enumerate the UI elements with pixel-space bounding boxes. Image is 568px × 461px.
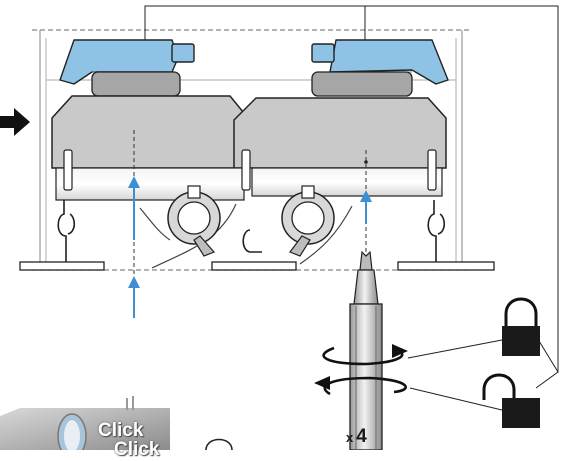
housing-right	[233, 97, 447, 169]
base-rails	[19, 261, 495, 271]
hooks	[57, 200, 446, 262]
screw-point	[364, 160, 368, 164]
rotation-arrow-head-cw	[392, 344, 408, 358]
multiplier-value: 4	[356, 426, 367, 447]
latch-left	[59, 39, 195, 85]
connector-right	[281, 185, 335, 257]
clip-tabs	[63, 149, 437, 191]
click-label-1: Click	[98, 420, 144, 441]
diagram-canvas	[0, 5, 559, 450]
pointer-lines	[407, 339, 503, 411]
padlock-open-icon	[482, 373, 540, 428]
connector-left	[167, 185, 221, 257]
partial-ring	[205, 438, 233, 450]
arrow-right-icon	[0, 108, 30, 136]
top-block-left	[91, 71, 181, 97]
screwdriver-icon	[349, 250, 383, 450]
tube-right	[251, 167, 443, 197]
tube-left	[55, 167, 245, 201]
housing-left	[51, 95, 249, 169]
rotation-arrow-head-ccw	[314, 376, 330, 390]
padlock-closed-icon	[502, 297, 540, 356]
top-block-right	[311, 71, 413, 97]
click-label-2: Click	[114, 439, 160, 460]
product-photo	[0, 396, 170, 450]
multiplier-symbol: x	[346, 430, 354, 445]
